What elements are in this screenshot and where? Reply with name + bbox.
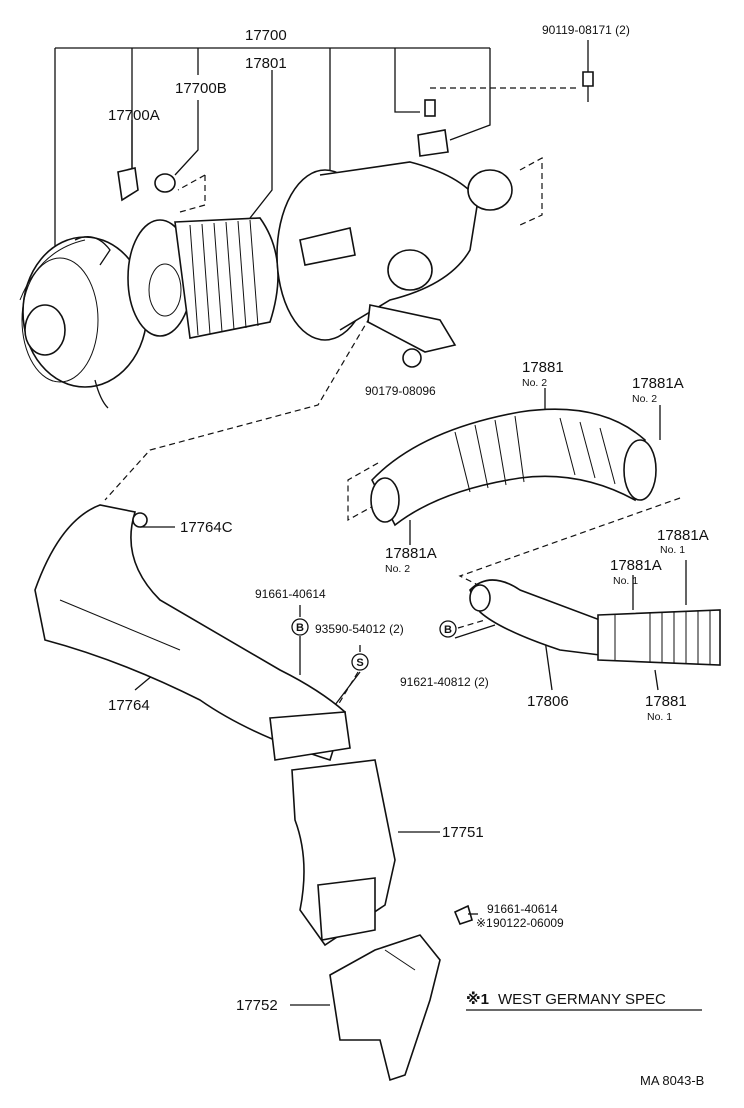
label-17881-r: 17881 [645,693,687,710]
legend-text: WEST GERMANY SPEC [498,991,666,1008]
label-17881A-r2: 17881A [610,557,662,574]
air-cleaner-cap [19,236,148,409]
label-17881-top: 17881 [522,359,564,376]
symbol-s1: S [351,653,369,671]
label-17700B: 17700B [175,80,227,97]
dashed-connections [104,87,681,706]
symbol-b2: B [439,620,457,638]
label-17801: 17801 [245,55,287,72]
label-17764: 17764 [108,697,150,714]
label-17881A-ml: 17881A [385,545,437,562]
label-91661-a: 91661-40614 [255,587,326,601]
label-17751: 17751 [442,824,484,841]
label-17700A: 17700A [108,107,160,124]
label-17752: 17752 [236,997,278,1014]
label-93590: 93590-54012 (2) [315,622,404,636]
label-17700: 17700 [245,27,287,44]
label-17881-r-no: No. 1 [647,711,672,723]
pipe-17806 [469,579,721,666]
air-cleaner-case [276,161,513,353]
label-91621: 91621-40812 (2) [400,675,489,689]
label-asterisk-ref: ※1 [476,916,493,930]
diagram-code: MA 8043-B [640,1073,704,1088]
label-17881A-ml-no: No. 2 [385,563,410,575]
label-17881A-r1-no: No. 1 [660,544,685,556]
duct-17752 [329,934,441,1082]
air-filter-element [127,217,279,339]
svg-text:B: B [296,622,304,634]
label-17881A-tr: 17881A [632,375,684,392]
label-17806: 17806 [527,693,569,710]
part-labels: 17700 17801 17700B 17700A 90119-08171 (2… [108,23,709,1014]
legend-asterisk: ※1 [466,990,489,1008]
leader-lines [54,40,687,1006]
label-90179: 90179-08096 [365,384,436,398]
svg-text:B: B [444,624,452,636]
duct-17751 [291,759,396,947]
air-duct-17764 [34,504,351,762]
fastener-small [453,904,478,925]
label-17764C: 17764C [180,519,233,536]
label-90122: 90122-06009 [493,916,564,930]
svg-text:S: S [356,657,363,669]
label-17881A-r2-no: No. 1 [613,575,638,587]
label-17881A-tr-no: No. 2 [632,393,657,405]
label-91661-b: 91661-40614 [487,902,558,916]
label-17881A-r1: 17881A [657,527,709,544]
hose-17881-no2 [370,408,657,527]
small-hardware [117,71,594,368]
label-90119: 90119-08171 (2) [542,23,630,37]
label-17881-top-no: No. 2 [522,377,547,389]
legend: ※1 WEST GERMANY SPEC [466,990,702,1011]
symbol-b1: B [291,618,309,636]
